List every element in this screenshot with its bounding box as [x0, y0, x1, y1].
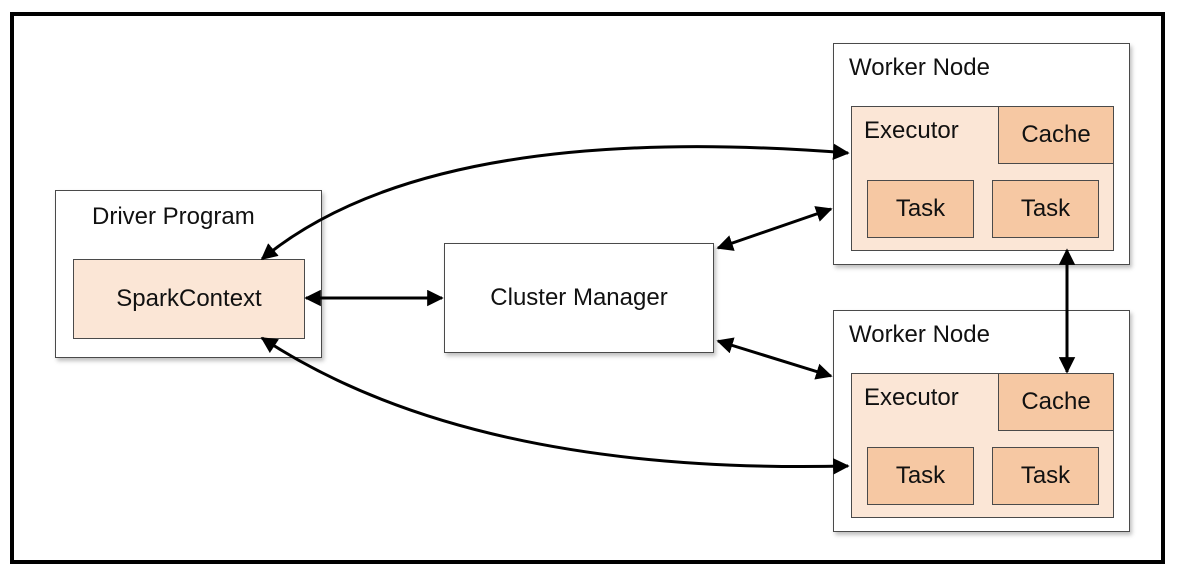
task-1b-label: Task — [1020, 195, 1071, 222]
task-2b-box: Task — [992, 447, 1099, 505]
task-2a-box: Task — [867, 447, 974, 505]
worker-node-1: Worker Node Executor Cache Task Task — [833, 43, 1130, 265]
cluster-manager-label: Cluster Manager — [490, 284, 668, 311]
cache-1-label: Cache — [1021, 121, 1091, 148]
worker-node-2-title: Worker Node — [849, 321, 990, 348]
worker-node-2: Worker Node Executor Cache Task Task — [833, 310, 1130, 532]
worker-node-1-title: Worker Node — [849, 54, 990, 81]
executor-2-box: Executor Cache Task Task — [851, 373, 1114, 518]
cache-1-box: Cache — [998, 106, 1114, 164]
executor-1-label: Executor — [864, 117, 959, 144]
task-2a-label: Task — [895, 462, 946, 489]
cache-2-label: Cache — [1021, 388, 1091, 415]
cluster-manager-box: Cluster Manager — [444, 243, 714, 353]
task-2b-label: Task — [1020, 462, 1071, 489]
executor-1-box: Executor Cache Task Task — [851, 106, 1114, 251]
spark-context-box: SparkContext — [73, 259, 305, 339]
spark-context-label: SparkContext — [116, 285, 262, 312]
driver-program-title: Driver Program — [92, 203, 255, 230]
task-1a-label: Task — [895, 195, 946, 222]
task-1a-box: Task — [867, 180, 974, 238]
task-1b-box: Task — [992, 180, 1099, 238]
cache-2-box: Cache — [998, 373, 1114, 431]
diagram-frame — [10, 12, 1165, 564]
executor-2-label: Executor — [864, 384, 959, 411]
driver-program-box: Driver Program SparkContext — [55, 190, 322, 358]
